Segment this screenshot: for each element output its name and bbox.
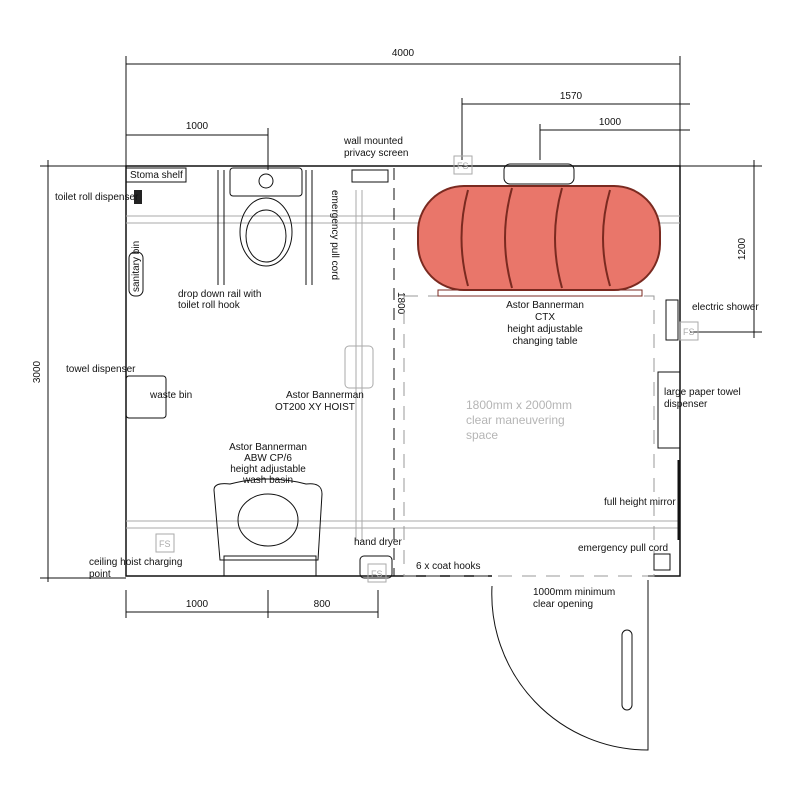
label-wash-basin: wash basin bbox=[242, 475, 293, 486]
label-drop-down-rail: drop down rail with bbox=[178, 289, 261, 300]
door-handle[interactable] bbox=[621, 629, 633, 711]
hoist-unit bbox=[344, 345, 374, 389]
sanitary-bin bbox=[128, 251, 144, 297]
changing-table bbox=[417, 163, 661, 297]
label-hoist: Astor Bannerman bbox=[286, 390, 364, 401]
label-toilet-roll-dispenser: toilet roll dispenser bbox=[55, 192, 139, 203]
fs-label: FS bbox=[371, 569, 383, 579]
paper-towel-dispenser bbox=[657, 371, 681, 449]
label-wash-basin: height adjustable bbox=[230, 464, 306, 475]
fs-markers bbox=[155, 155, 699, 583]
dim-table-center: 1000 bbox=[599, 117, 622, 128]
toilet bbox=[217, 167, 313, 285]
label-towel-dispenser: towel dispenser bbox=[66, 364, 136, 375]
dim-toilet-offset: 1000 bbox=[186, 121, 209, 132]
toilet-roll-dispenser bbox=[134, 190, 142, 204]
pull-cord-box[interactable] bbox=[653, 553, 671, 571]
label-privacy-screen: wall mounted bbox=[343, 136, 403, 147]
dim-basin-offset: 1000 bbox=[186, 599, 209, 610]
label-emergency-pull-cord: emergency pull cord bbox=[329, 190, 340, 280]
dim-hoist-track: 1800 bbox=[395, 292, 406, 315]
fs-label: FS bbox=[457, 161, 469, 171]
door-swing[interactable] bbox=[491, 580, 649, 751]
label-wash-basin: ABW CP/6 bbox=[244, 453, 292, 464]
dim-table-offset: 1570 bbox=[560, 91, 583, 102]
label-electric-shower: electric shower bbox=[692, 302, 759, 313]
wash-basin bbox=[213, 478, 323, 577]
label-wash-basin: Astor Bannerman bbox=[229, 442, 307, 453]
fs-label: FS bbox=[683, 327, 695, 337]
walls bbox=[125, 165, 681, 577]
label-privacy-screen: privacy screen bbox=[344, 148, 408, 159]
label-changing-table: CTX bbox=[535, 312, 555, 323]
waste-bin bbox=[125, 375, 167, 419]
dim-dryer-offset: 800 bbox=[314, 599, 331, 610]
label-clear-space: 1800mm x 2000mm bbox=[466, 398, 572, 412]
label-mirror: full height mirror bbox=[604, 497, 676, 508]
label-emergency-pull-cord-2: emergency pull cord bbox=[578, 543, 668, 554]
hand-dryer bbox=[359, 555, 393, 579]
label-paper-towel: large paper towel bbox=[664, 387, 741, 398]
label-changing-table: Astor Bannerman bbox=[506, 300, 584, 311]
label-hoist: OT200 XY HOIST bbox=[275, 402, 355, 413]
dim-overall-width: 4000 bbox=[392, 48, 415, 59]
label-changing-table: changing table bbox=[512, 336, 577, 347]
stoma-shelf bbox=[125, 167, 187, 183]
dim-overall-depth: 3000 bbox=[32, 360, 43, 383]
fs-label: FS bbox=[159, 539, 171, 549]
electric-shower bbox=[665, 299, 679, 341]
label-drop-down-rail: toilet roll hook bbox=[178, 300, 241, 311]
label-sanitary-bin: sanitary bin bbox=[131, 241, 142, 292]
label-stoma-shelf: Stoma shelf bbox=[130, 170, 183, 181]
label-ceiling-hoist: ceiling hoist charging bbox=[89, 557, 182, 568]
label-waste-bin: waste bin bbox=[149, 390, 192, 401]
label-hand-dryer: hand dryer bbox=[354, 537, 402, 548]
dim-shower-height: 1200 bbox=[737, 237, 748, 260]
label-door-opening: 1000mm minimum bbox=[533, 587, 615, 598]
label-clear-space: space bbox=[466, 428, 498, 442]
label-changing-table: height adjustable bbox=[507, 324, 583, 335]
privacy-screen bbox=[351, 169, 389, 183]
label-door-opening: clear opening bbox=[533, 599, 593, 610]
dimension-lines bbox=[40, 56, 762, 618]
label-ceiling-hoist: point bbox=[89, 569, 111, 580]
label-clear-space: clear maneuvering bbox=[466, 413, 565, 427]
label-coat-hooks: 6 x coat hooks bbox=[416, 561, 480, 572]
label-paper-towel: dispenser bbox=[664, 399, 708, 410]
